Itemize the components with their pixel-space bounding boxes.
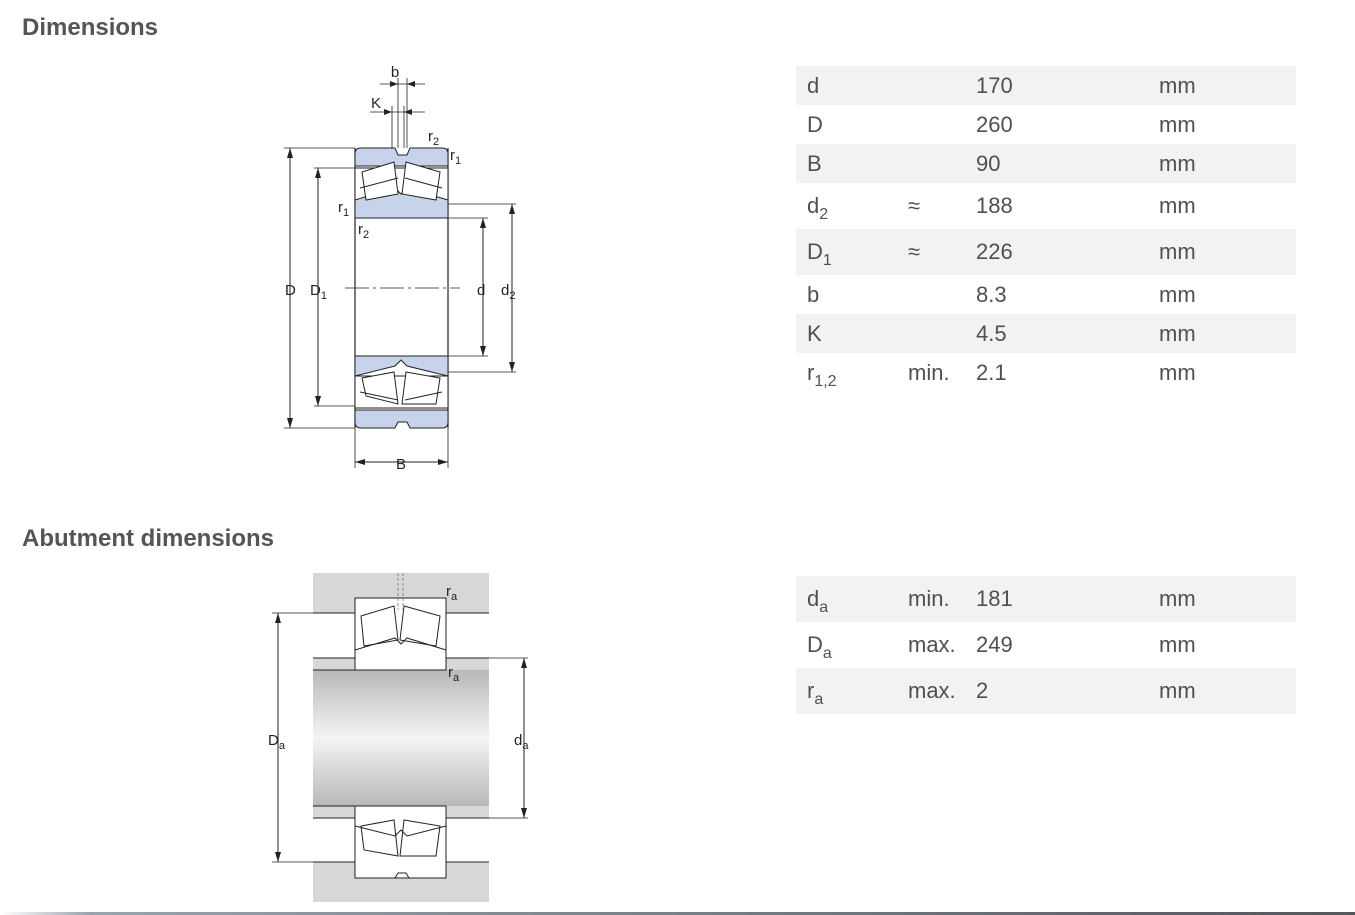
- table-row: r1,2 min. 2.1 mm: [796, 353, 1296, 392]
- table-row: D1 ≈ 226 mm: [796, 229, 1296, 275]
- label-r2-top: r2: [428, 128, 439, 148]
- unit: mm: [1159, 193, 1196, 218]
- qualifier: min.: [898, 576, 968, 622]
- value: 170: [968, 66, 1152, 105]
- value: 90: [968, 144, 1152, 183]
- label-width: B: [396, 456, 406, 473]
- table-row: da min. 181 mm: [796, 576, 1296, 622]
- label-r1-inner: r1: [338, 199, 349, 219]
- table-row: K 4.5 mm: [796, 314, 1296, 353]
- unit: mm: [1159, 112, 1196, 137]
- abutment-dimensions-table: da min. 181 mm Da max. 249 mm ra max. 2 …: [796, 576, 1296, 714]
- table-row: D 260 mm: [796, 105, 1296, 144]
- symbol: d2: [807, 193, 829, 223]
- value: 260: [976, 112, 1013, 137]
- table-row: d 170 mm: [796, 66, 1296, 105]
- table-row: ra max. 2 mm: [796, 668, 1296, 714]
- qualifier: max.: [908, 632, 956, 657]
- qualifier: [898, 144, 968, 183]
- value: 2.1: [976, 360, 1007, 385]
- abutment-dimension-drawing: ra ra Da da: [260, 570, 550, 910]
- value: 8.3: [976, 282, 1007, 307]
- label-d1: D1: [310, 282, 327, 302]
- label-ra-top: ra: [446, 583, 458, 603]
- unit: mm: [1159, 632, 1196, 657]
- abutment-dimensions-title: Abutment dimensions: [22, 525, 275, 552]
- label-da-shaft: da: [514, 732, 529, 752]
- label-r2-inner: r2: [358, 221, 369, 241]
- qualifier: ≈: [908, 193, 921, 218]
- unit: mm: [1159, 360, 1196, 385]
- unit: mm: [1152, 576, 1296, 622]
- qualifier: [898, 105, 968, 144]
- symbol: d: [796, 66, 898, 105]
- label-bore-diameter: d: [477, 282, 485, 299]
- qualifier: [898, 314, 968, 353]
- abutment-cross-section-svg: ra ra Da da: [268, 573, 529, 902]
- symbol: D: [807, 112, 823, 137]
- dimensions-title: Dimensions: [22, 14, 159, 41]
- value: 4.5: [968, 314, 1152, 353]
- symbol: ra: [796, 668, 898, 714]
- symbol: r1,2: [807, 360, 837, 390]
- unit: mm: [1152, 668, 1296, 714]
- unit: mm: [1159, 282, 1196, 307]
- symbol: K: [796, 314, 898, 353]
- symbol: Da: [807, 632, 832, 662]
- bearing-dimension-drawing: b K r2 r1 r1 r2 D D1 d d2 B: [270, 60, 540, 480]
- symbol: b: [807, 282, 820, 307]
- dimensions-table: d 170 mm D 260 mm B 90 mm d2 ≈ 188 mm D1…: [796, 66, 1296, 392]
- label-k: K: [371, 95, 381, 112]
- qualifier: [898, 66, 968, 105]
- unit: mm: [1152, 144, 1296, 183]
- table-row: Da max. 249 mm: [796, 622, 1296, 668]
- bottom-divider: [0, 912, 1355, 915]
- label-r1-top: r1: [450, 147, 461, 167]
- value: 249: [976, 632, 1013, 657]
- table-row: B 90 mm: [796, 144, 1296, 183]
- value: 188: [976, 193, 1013, 218]
- qualifier: max.: [898, 668, 968, 714]
- bearing-cross-section-svg: b K r2 r1 r1 r2 D D1 d d2 B: [284, 64, 516, 473]
- value: 2: [968, 668, 1152, 714]
- table-row: d2 ≈ 188 mm: [796, 183, 1296, 229]
- symbol: B: [796, 144, 898, 183]
- label-b: b: [391, 64, 399, 81]
- qualifier: ≈: [898, 229, 968, 275]
- qualifier: [898, 275, 968, 314]
- unit: mm: [1152, 66, 1296, 105]
- unit: mm: [1152, 229, 1296, 275]
- label-outer-diameter: D: [285, 282, 296, 299]
- value: 226: [968, 229, 1152, 275]
- label-da-housing: Da: [268, 732, 286, 752]
- symbol: D1: [796, 229, 898, 275]
- label-d2: d2: [501, 282, 515, 302]
- label-ra-shaft: ra: [448, 664, 460, 684]
- value: 181: [968, 576, 1152, 622]
- unit: mm: [1152, 314, 1296, 353]
- table-row: b 8.3 mm: [796, 275, 1296, 314]
- symbol: da: [796, 576, 898, 622]
- qualifier: min.: [908, 360, 950, 385]
